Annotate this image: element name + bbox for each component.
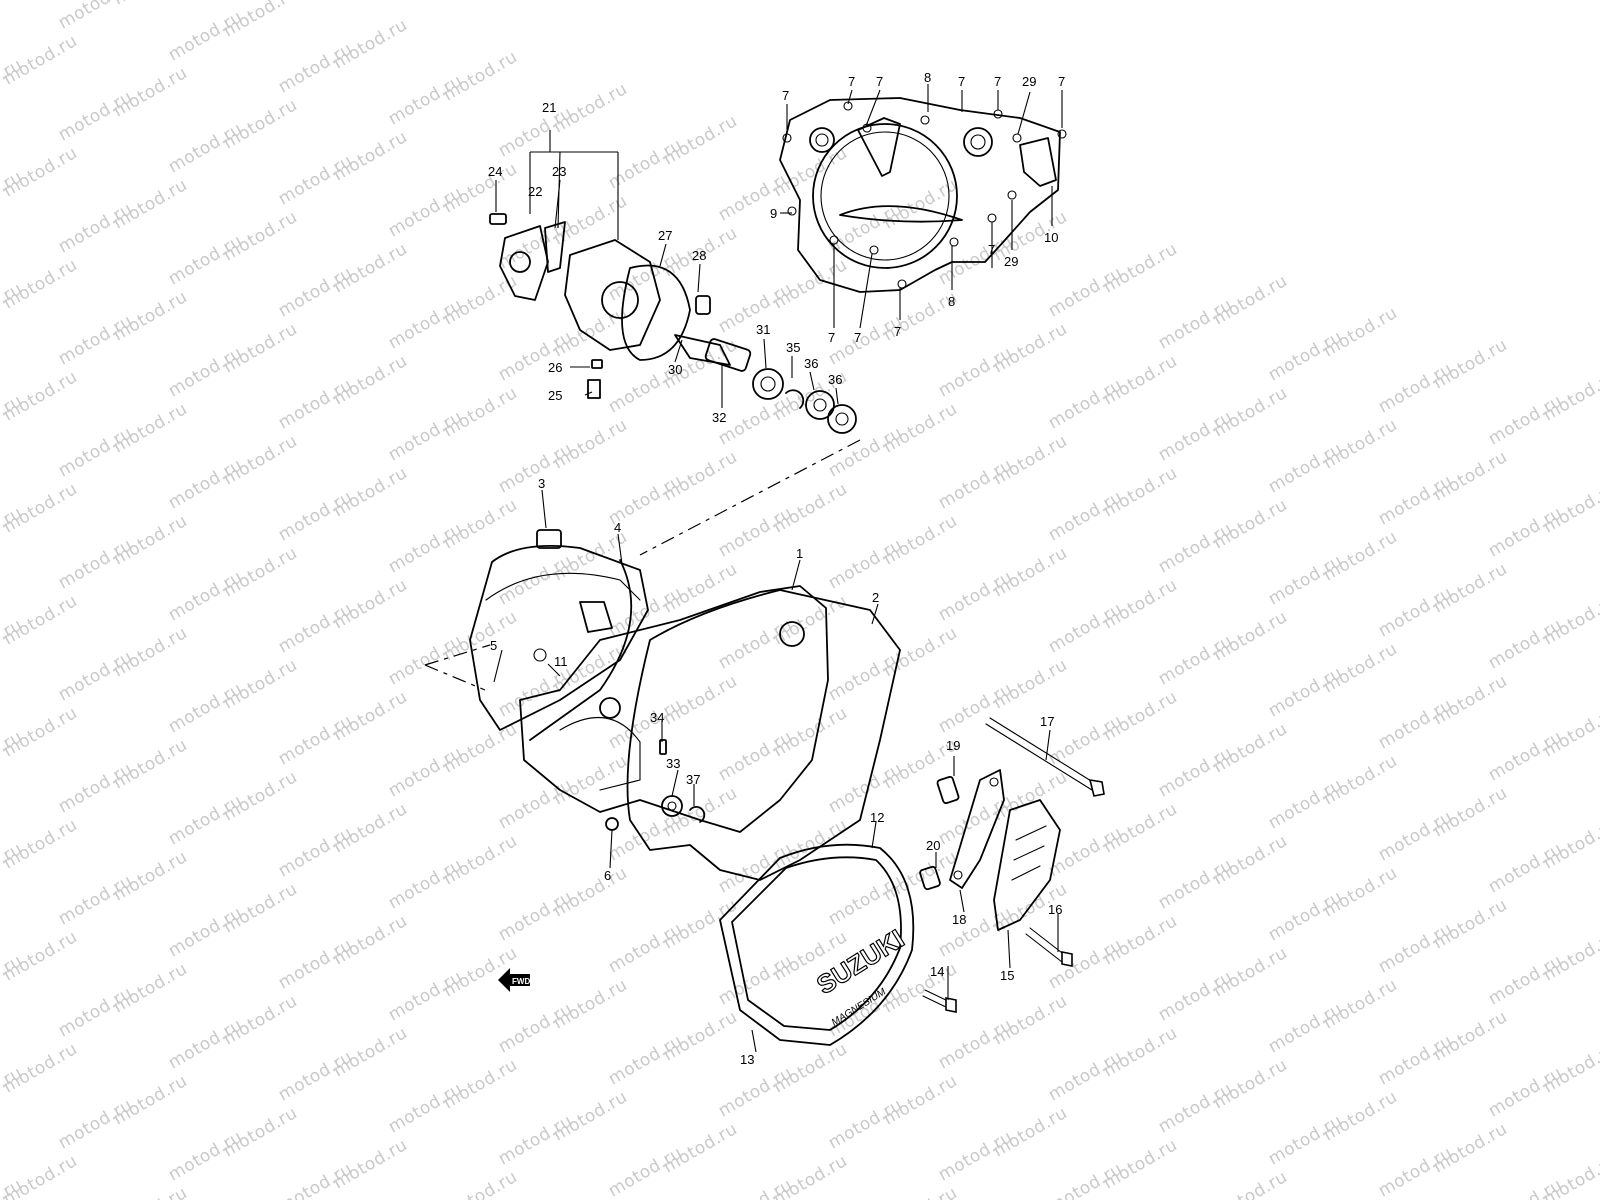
callout-7: 7	[828, 330, 835, 345]
callout-4: 4	[614, 520, 621, 535]
callout-24: 24	[488, 164, 502, 179]
clutch-cover	[779, 97, 1067, 293]
callout-37: 37	[686, 772, 700, 787]
bolt-16	[1025, 927, 1073, 967]
callout-31: 31	[756, 322, 770, 337]
callout-36: 36	[828, 372, 842, 387]
callout-7: 7	[894, 324, 901, 339]
callout-27: 27	[658, 228, 672, 243]
callout-7: 7	[848, 74, 855, 89]
callout-32: 32	[712, 410, 726, 425]
callout-3: 3	[538, 476, 545, 491]
callout-16: 16	[1048, 902, 1062, 917]
callout-22: 22	[528, 184, 542, 199]
assembly-line-pump	[639, 439, 861, 556]
callout-34: 34	[650, 710, 664, 725]
water-pump-assembly	[489, 213, 857, 434]
callout-18: 18	[952, 912, 966, 927]
callout-7: 7	[988, 242, 995, 257]
callout-23: 23	[552, 164, 566, 179]
callout-33: 33	[666, 756, 680, 771]
callout-labels: 7 7 7 8 7 7 29 7 9 10 29 7 8 7 7 7 21 24…	[488, 70, 1065, 1067]
callout-15: 15	[1000, 968, 1014, 983]
callout-36: 36	[804, 356, 818, 371]
callout-7: 7	[876, 74, 883, 89]
crankcase-gasket	[626, 589, 901, 881]
callout-12: 12	[870, 810, 884, 825]
forward-arrow-label: FWD	[512, 977, 530, 986]
callout-5: 5	[490, 638, 497, 653]
magnesium-cover: SUZUKI MAGNESIUM	[719, 843, 915, 1046]
callout-9: 9	[770, 206, 777, 221]
callout-25: 25	[548, 388, 562, 403]
callout-11: 11	[554, 654, 568, 669]
callout-28: 28	[692, 248, 706, 263]
crankcase-cover	[519, 585, 829, 833]
callout-13: 13	[740, 1052, 754, 1067]
callout-8: 8	[948, 294, 955, 309]
callout-1: 1	[796, 546, 803, 561]
callout-7: 7	[1058, 74, 1065, 89]
callout-7: 7	[994, 74, 1001, 89]
callout-7: 7	[782, 88, 789, 103]
callout-29: 29	[1022, 74, 1036, 89]
sprocket-cover	[919, 769, 1061, 931]
callout-20: 20	[926, 838, 940, 853]
forward-arrow-icon: FWD	[498, 968, 530, 992]
callout-2: 2	[872, 590, 879, 605]
callout-26: 26	[548, 360, 562, 375]
callout-7: 7	[854, 330, 861, 345]
callout-30: 30	[668, 362, 682, 377]
callout-14: 14	[930, 964, 944, 979]
assembly-line-left	[424, 644, 491, 691]
callout-17: 17	[1040, 714, 1054, 729]
callout-8: 8	[924, 70, 931, 85]
long-bolt-17	[985, 717, 1105, 797]
bolt-14	[922, 989, 957, 1013]
leader-lines	[493, 84, 1063, 1053]
callout-6: 6	[604, 868, 611, 883]
callout-19: 19	[946, 738, 960, 753]
callout-21: 21	[542, 100, 556, 115]
callout-29: 29	[1004, 254, 1018, 269]
callout-10: 10	[1044, 230, 1058, 245]
callout-7: 7	[958, 74, 965, 89]
callout-35: 35	[786, 340, 800, 355]
generator-cover	[469, 529, 649, 741]
